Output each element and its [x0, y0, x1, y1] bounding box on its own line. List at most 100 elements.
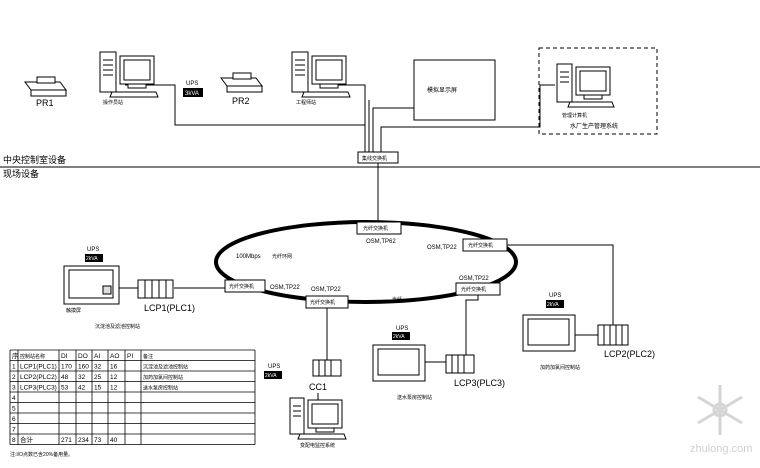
management-pc-label: 管理计算机: [562, 112, 587, 119]
table-header-cell: PI: [127, 353, 133, 360]
printer-icon: [220, 72, 263, 93]
table-cell: 53: [61, 385, 69, 392]
mimic-display: 模拟显示屏: [413, 59, 496, 121]
ring-node-bottomright: 光纤交换机 OSM,TP22: [455, 276, 501, 296]
touchscreen-icon: [522, 314, 576, 352]
table-cell: 7: [12, 427, 16, 434]
station-lcp3: UPS 2kVA LCP3(PLC3) 送水泵房控制站: [372, 326, 505, 401]
station-cc1: UPS 2kVA CC1 变配电监控系统: [264, 359, 347, 449]
table-header-cell: AO: [110, 353, 119, 360]
table-cell: 8: [12, 437, 16, 444]
ring-node-left: 光纤交换机 OSM,TP22: [224, 279, 300, 293]
table-cell: 12: [110, 374, 118, 381]
table-header-cell: DO: [78, 353, 88, 360]
central-switch-label: 集线交换机: [362, 155, 387, 162]
zone-label-upper: 中央控制室设备: [3, 154, 66, 165]
ring-node-bottom-label: OSM,TP22: [311, 287, 341, 293]
fiber-label: 光纤: [392, 296, 402, 303]
zone-label-lower: 现场设备: [3, 168, 39, 179]
plc-icon: [597, 324, 629, 346]
table-cell: 25: [94, 374, 102, 381]
table-cell: 40: [110, 437, 118, 444]
table-cell: 271: [61, 437, 72, 444]
ring-node-bottom-box: 光纤交换机: [310, 299, 335, 306]
table-cell: 3: [12, 385, 16, 392]
computer-icon: [291, 51, 351, 98]
lcp3-ups-rating: 2kVA: [393, 334, 405, 340]
ring-node-bottomright-box: 光纤交换机: [461, 286, 486, 293]
ring-node-left-box: 光纤交换机: [229, 283, 254, 290]
table-cell: 170: [61, 364, 72, 371]
table-cell: 42: [78, 385, 86, 392]
central-switch: 集线交换机: [357, 151, 399, 164]
central-bus: [125, 84, 555, 152]
table-cell: 234: [78, 437, 89, 444]
table-cell: 5: [12, 406, 16, 413]
lcp3-label: LCP3(PLC3): [454, 378, 505, 388]
printer-pr2: PR2: [220, 72, 263, 106]
table-cell: LCP3(PLC3): [20, 385, 57, 392]
computer-icon: [556, 63, 615, 108]
table-header-cell: 控制站名称: [20, 353, 45, 360]
table-cell: 送水泵房控制站: [143, 385, 178, 392]
table-header-cell: 序: [12, 351, 19, 360]
management-caption: 水厂生产管理系统: [570, 122, 618, 130]
cc1-caption: 变配电监控系统: [300, 442, 335, 449]
lcp1-label: LCP1(PLC1): [144, 303, 195, 313]
plc-icon: [137, 279, 174, 299]
ring-node-right-label: OSM,TP22: [427, 245, 457, 251]
station-links: [174, 244, 614, 360]
lcp1-caption: 沉淀池及滤池控制站: [95, 323, 140, 330]
lcp2-ups-label: UPS: [549, 293, 561, 299]
table-cell: 4: [12, 395, 16, 402]
table-footnote: 注:I/O点数已含20%备用量。: [10, 451, 73, 458]
zhulong-watermark: zhulong.com: [690, 385, 752, 455]
ring-node-right: 光纤交换机 OSM,TP22: [427, 238, 508, 252]
table-cell: LCP1(PLC1): [20, 364, 57, 371]
ring-node-left-label: OSM,TP22: [270, 285, 300, 291]
table-cell: 12: [110, 385, 118, 392]
printer-icon: [24, 76, 67, 97]
touchscreen-icon: [372, 344, 426, 382]
snowflake-icon: [697, 385, 743, 435]
table-cell: 合计: [20, 435, 34, 444]
computer-icon: [289, 397, 347, 440]
ring-node-top-label: OSM,TP62: [366, 239, 396, 245]
workstation-operator-label: 操作员站: [103, 99, 123, 106]
plc-icon: [312, 359, 342, 377]
watermark-text: zhulong.com: [690, 443, 752, 455]
ring-node-right-box: 光纤交换机: [468, 242, 493, 249]
ring-speed-sub: 光纤环网: [272, 253, 292, 260]
lcp1-screen-caption: 触摸屏: [66, 307, 81, 314]
table-cell: 6: [12, 416, 16, 423]
table-cell: 1: [12, 364, 16, 371]
cc1-ups-rating: 2kVA: [265, 373, 277, 379]
table-cell: 16: [110, 364, 118, 371]
ring-node-bottom: 光纤交换机 OSM,TP22: [305, 287, 349, 309]
table-cell: 48: [61, 374, 69, 381]
ring-node-top-box: 光纤交换机: [363, 225, 388, 232]
table-cell: 73: [94, 437, 102, 444]
table-header-cell: 备注: [143, 353, 153, 360]
management-system: 管理计算机 水厂生产管理系统: [538, 47, 658, 135]
workstation-operator: 操作员站: [99, 51, 159, 106]
ring-node-bottomright-label: OSM,TP22: [459, 276, 489, 282]
lcp3-ups-label: UPS: [396, 326, 408, 332]
table-cell: 160: [78, 364, 89, 371]
cc1-label: CC1: [309, 382, 327, 392]
lcp2-ups-rating: 2kVA: [547, 302, 559, 308]
table-cell: 加药加氯间控制站: [143, 374, 183, 381]
ring-node-top: 光纤交换机 OSM,TP62: [356, 221, 402, 245]
lcp3-caption: 送水泵房控制站: [397, 394, 432, 401]
workstation-engineer-label: 工程师站: [296, 99, 316, 106]
printer-pr1-label: PR1: [36, 98, 54, 108]
table-cell: LCP2(PLC2): [20, 374, 57, 381]
table-cell: 沉淀池及滤池控制站: [143, 364, 188, 371]
lcp2-label: LCP2(PLC2): [604, 349, 655, 359]
table-cell: 2: [12, 374, 16, 381]
table-header-cell: AI: [94, 353, 100, 360]
lcp2-caption: 加药加氯间控制站: [540, 364, 580, 371]
mimic-display-label: 模拟显示屏: [427, 86, 457, 94]
